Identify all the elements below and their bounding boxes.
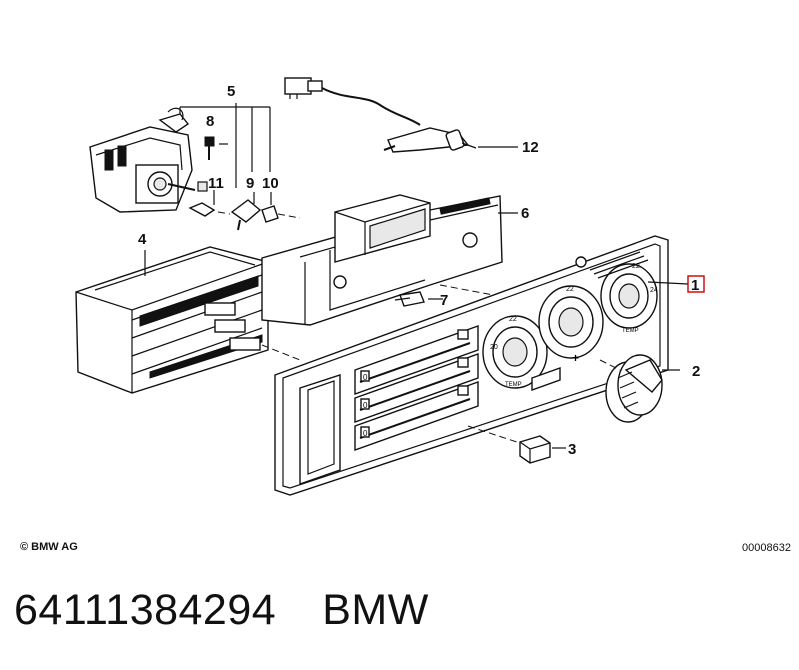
dial-right-side-label: 24 <box>650 287 658 294</box>
slider-3-value: 0 <box>363 429 368 438</box>
dial-right-top-label: 22 <box>632 263 640 270</box>
dial-left-temp-label: TEMP <box>505 382 522 388</box>
callout-1-highlight <box>687 275 705 293</box>
part-12-connector <box>284 77 518 153</box>
dial-left-side-label: 20 <box>490 344 498 351</box>
parts-diagram: 5 8 11 9 10 4 12 6 7 1 2 3 20 22 TEMP 22… <box>75 77 705 496</box>
diagram-id: 00008632 <box>742 542 791 554</box>
footer-caption: 64111384294 BMW <box>14 586 429 635</box>
part-number: 64111384294 <box>14 586 277 634</box>
callout-4: 4 <box>138 231 147 248</box>
part-6-frame <box>261 194 521 326</box>
part-2-knob <box>599 354 680 423</box>
callout-2: 2 <box>692 363 700 380</box>
part-brand: BMW <box>322 586 429 634</box>
callout-11: 11 <box>208 175 224 192</box>
part-5-bracket <box>89 103 271 213</box>
callout-10: 10 <box>262 175 279 192</box>
part-3-cap <box>519 435 566 464</box>
dial-mid-plus-label: + <box>572 351 579 365</box>
slider-1-value: 0 <box>363 373 368 382</box>
dial-right-temp-label: TEMP <box>622 328 639 334</box>
callout-7: 7 <box>440 292 448 309</box>
part-7-screw <box>394 291 443 307</box>
slider-2-value: 0 <box>363 401 368 410</box>
parts-9-10-11 <box>188 190 301 231</box>
copyright-notice: © BMW AG <box>20 541 78 553</box>
callout-6: 6 <box>521 205 529 222</box>
dial-left-top-label: 22 <box>509 316 517 323</box>
callout-5: 5 <box>227 83 235 100</box>
callout-9: 9 <box>246 175 254 192</box>
callout-3: 3 <box>568 441 576 458</box>
dial-mid-top-label: 22 <box>566 286 574 293</box>
part-1-control-panel <box>274 235 689 496</box>
callout-1: 1 <box>691 277 699 294</box>
part-4-housing <box>75 246 301 394</box>
callout-8: 8 <box>206 113 214 130</box>
callout-12: 12 <box>522 139 539 156</box>
